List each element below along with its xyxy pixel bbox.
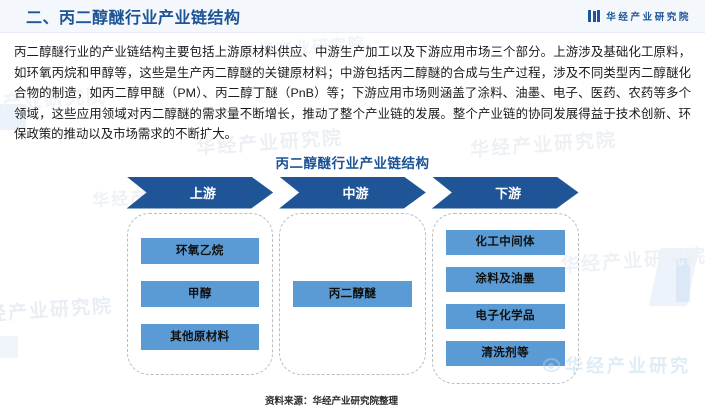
stage-column-downstream: 化工中间体 涂料及油墨 电子化学品 清洗剂等 [431,212,579,384]
stage-label: 下游 [495,186,522,201]
body-paragraph: 丙二醇醚行业的产业链结构主要包括上游原材料供应、中游生产加工以及下游应用市场三个… [14,45,691,141]
stage-label: 中游 [342,186,369,201]
stage-arrow-row: 上游 中游 下游 [127,177,579,209]
value-chain-diagram: 上游 中游 下游 环氧乙烷 甲醇 其他原材料 丙二醇醚 化工中间体 涂料及油墨 … [126,177,579,384]
chain-node[interactable]: 甲醇 [140,280,260,307]
chain-node[interactable]: 清洗剂等 [445,341,565,366]
chain-node[interactable]: 丙二醇醚 [293,280,412,307]
figure-title: 丙二醇醚行业产业链结构 [275,155,430,171]
brand-name: 华经产业研究院 [606,12,691,23]
stage-label: 上游 [189,186,216,201]
stage-column-row: 环氧乙烷 甲醇 其他原材料 丙二醇醚 化工中间体 涂料及油墨 电子化学品 清洗剂… [126,212,579,384]
chain-node[interactable]: 化工中间体 [445,230,565,255]
value-chain-figure: 丙二醇醚行业产业链结构 上游 中游 下游 环氧乙烷 甲醇 其他原材料 丙二醇醚 [0,152,705,384]
chain-node[interactable]: 其他原材料 [140,323,260,350]
stage-arrow-downstream[interactable]: 下游 [432,177,579,209]
chain-node[interactable]: 涂料及油墨 [445,267,565,292]
stage-arrow-midstream[interactable]: 中游 [279,177,426,209]
chain-node[interactable]: 环氧乙烷 [140,237,260,264]
brand-logo: 华经产业研究院 [588,9,691,23]
stage-column-midstream: 丙二醇醚 [279,212,426,375]
page-title: 二、丙二醇醚行业产业链结构 [26,10,241,27]
stage-arrow-upstream[interactable]: 上游 [127,177,274,209]
chain-node[interactable]: 电子化学品 [445,304,565,329]
brand-bars-icon [588,10,601,22]
page-header: 二、丙二醇醚行业产业链结构 华经产业研究院 [0,0,705,33]
stage-column-upstream: 环氧乙烷 甲醇 其他原材料 [126,212,274,375]
